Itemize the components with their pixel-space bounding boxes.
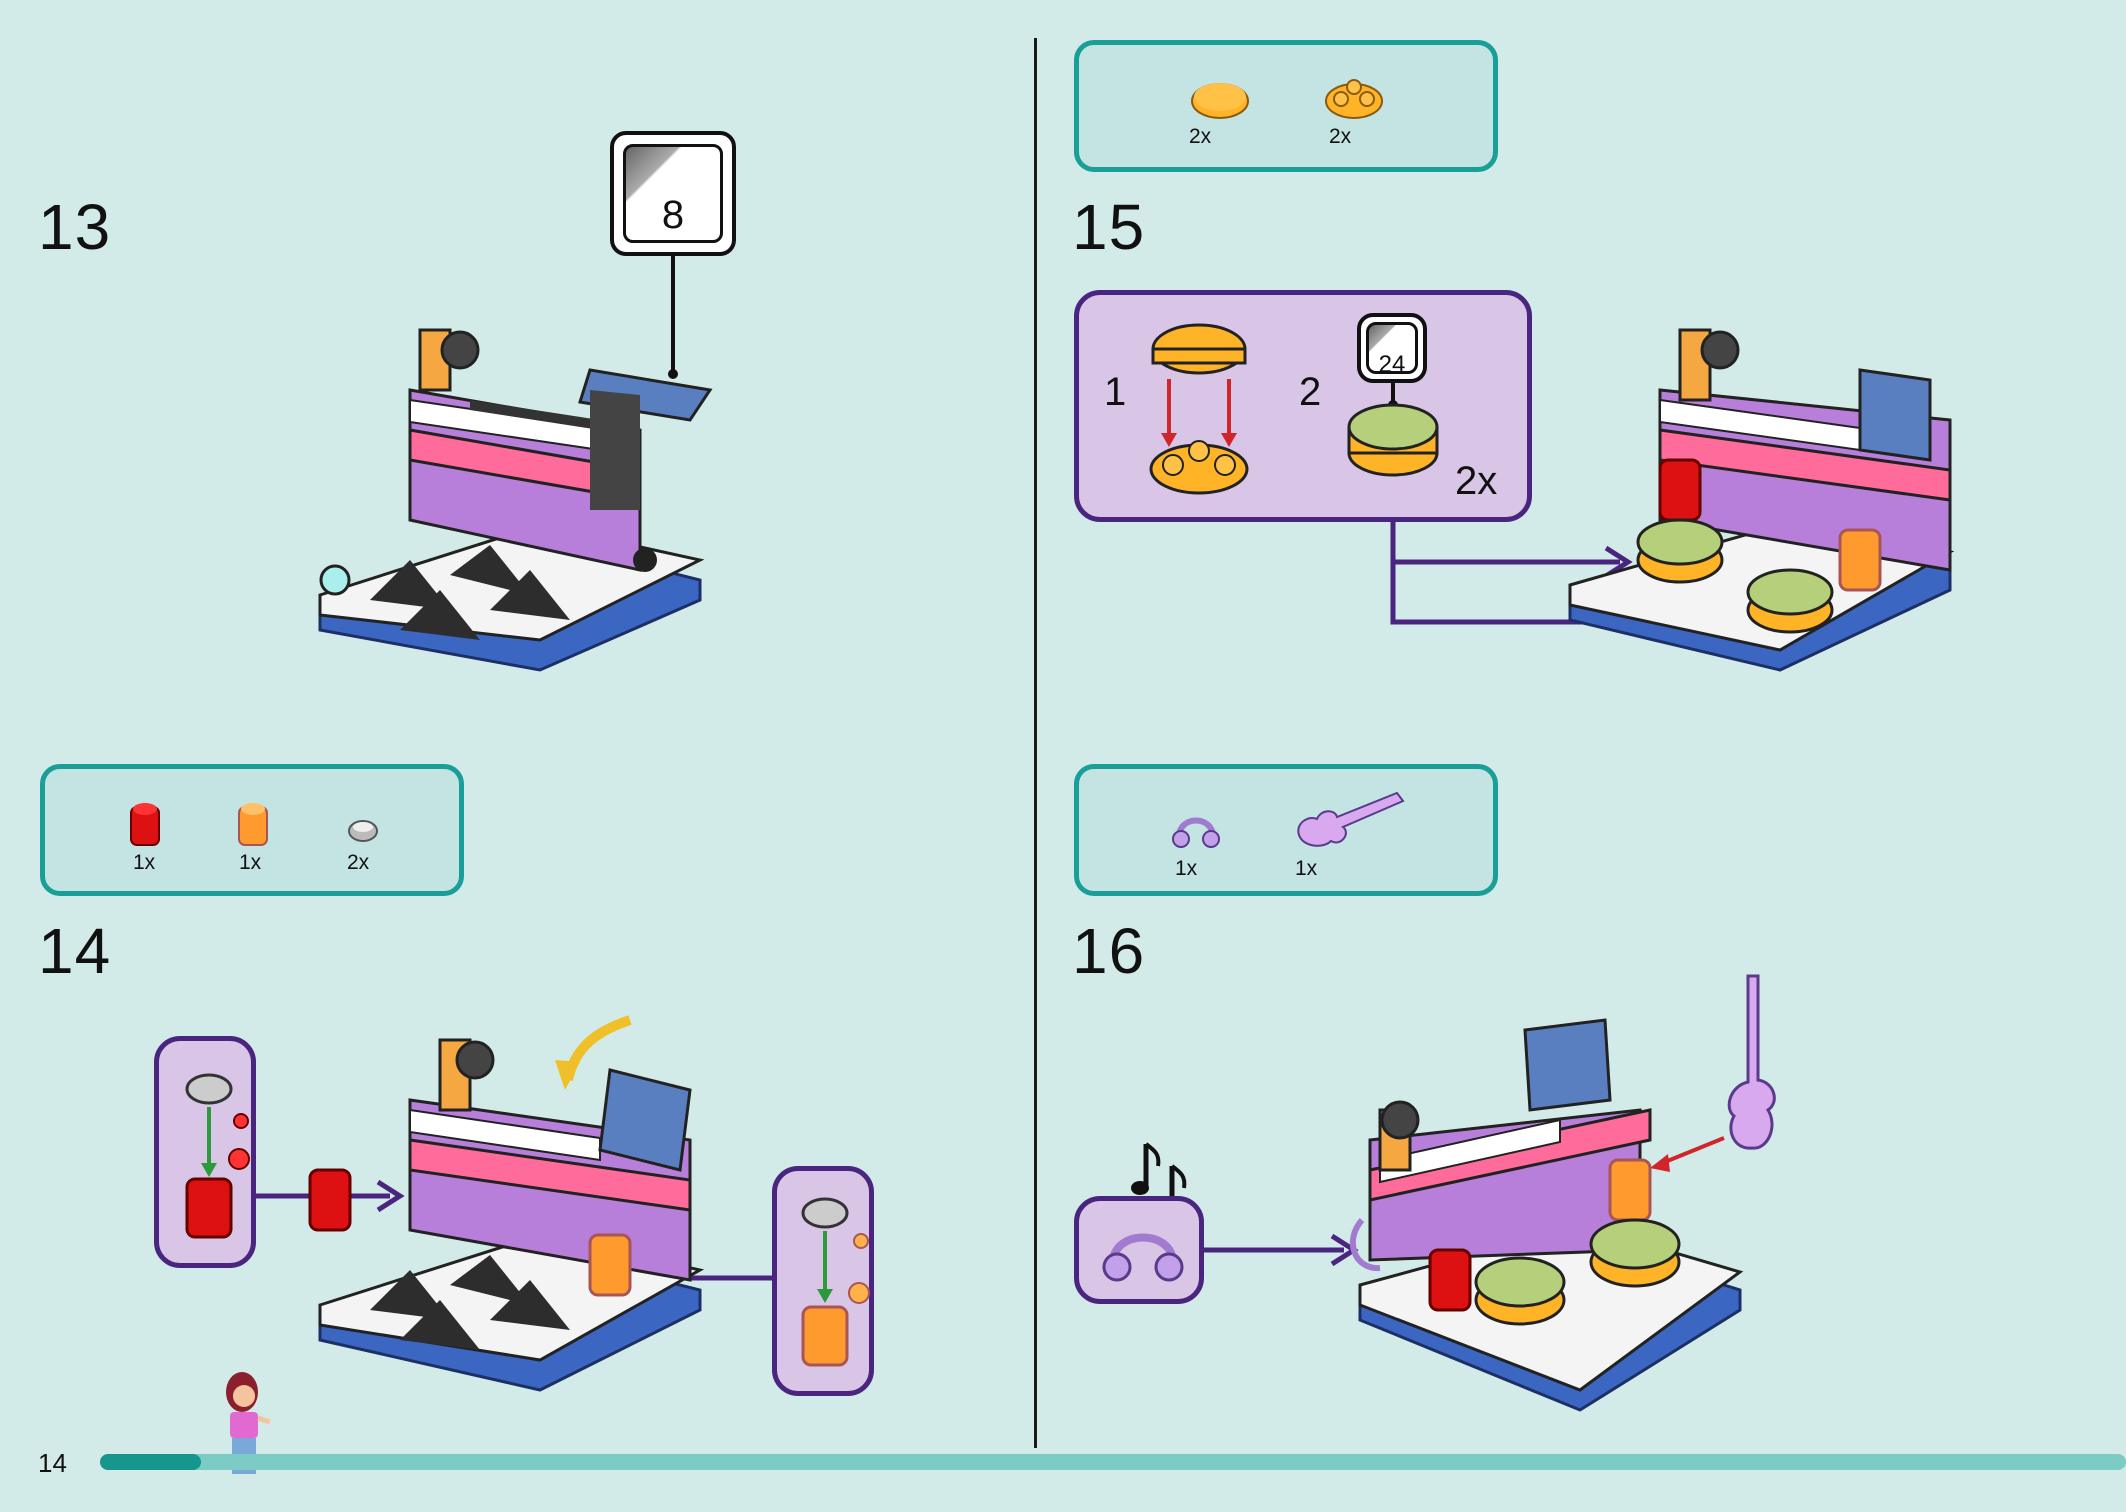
substep-2-number: 2 — [1299, 370, 1322, 414]
build-model-step-13 — [318, 328, 713, 672]
sticker-tag-13: 8 — [610, 131, 736, 256]
step-15-number: 15 — [1072, 191, 1146, 263]
guitar-icon — [1297, 791, 1405, 847]
tile-onto-plate-assembly-icon — [1149, 323, 1249, 495]
sticker-tag-15: 24 — [1357, 313, 1427, 383]
page-divider — [1034, 38, 1037, 1448]
build-model-step-14 — [308, 1038, 705, 1392]
silver-round-tile-icon — [348, 820, 378, 842]
callout-red-brick — [154, 1036, 256, 1268]
orange-brick-assembly-icon — [801, 1197, 870, 1367]
headphones-icon — [1102, 1233, 1184, 1282]
orange-round-brick-icon — [238, 803, 268, 846]
multiplier-label: 2x — [1455, 459, 1498, 503]
sticker-leader-line-13 — [668, 256, 678, 379]
red-round-brick-icon — [130, 803, 160, 846]
headphones-icon — [1172, 817, 1220, 848]
parts-list-step-16: 1x 1x — [1074, 764, 1498, 896]
build-model-step-15 — [1568, 328, 1955, 672]
guitar-icon — [1727, 974, 1776, 1150]
arrows-step-16 — [1204, 1136, 1725, 1267]
sticker-number: 24 — [1378, 351, 1406, 378]
callout-step-15-subassembly: 1 2 24 2x — [1074, 290, 1532, 522]
qty-label: 1x — [1295, 857, 1318, 880]
parts-list-step-14: 1x 1x 2x — [40, 764, 464, 896]
step-14-number: 14 — [38, 915, 112, 987]
build-model-step-16 — [1350, 1018, 1744, 1412]
qty-label: 2x — [1329, 125, 1352, 148]
qty-label: 1x — [239, 851, 262, 874]
qty-label: 1x — [133, 851, 156, 874]
progress-fill — [100, 1454, 201, 1470]
page-number: 14 — [38, 1448, 67, 1478]
decorated-drum-icon — [1347, 383, 1439, 477]
orange-round-tile-icon — [1191, 83, 1249, 119]
parts-list-step-15: 2x 2x — [1074, 40, 1498, 172]
qty-label: 1x — [1175, 857, 1198, 880]
callout-headphones — [1074, 1196, 1204, 1304]
step-13-number: 13 — [38, 191, 112, 263]
callout-orange-brick — [772, 1166, 874, 1396]
step-16-number: 16 — [1072, 915, 1146, 987]
progress-track — [100, 1454, 2126, 1470]
red-brick-assembly-icon — [185, 1073, 250, 1239]
substep-1-number: 1 — [1104, 370, 1127, 414]
qty-label: 2x — [1189, 125, 1212, 148]
orange-round-plate-icon — [1325, 79, 1383, 119]
sticker-number: 8 — [661, 193, 685, 237]
qty-label: 2x — [347, 851, 370, 874]
